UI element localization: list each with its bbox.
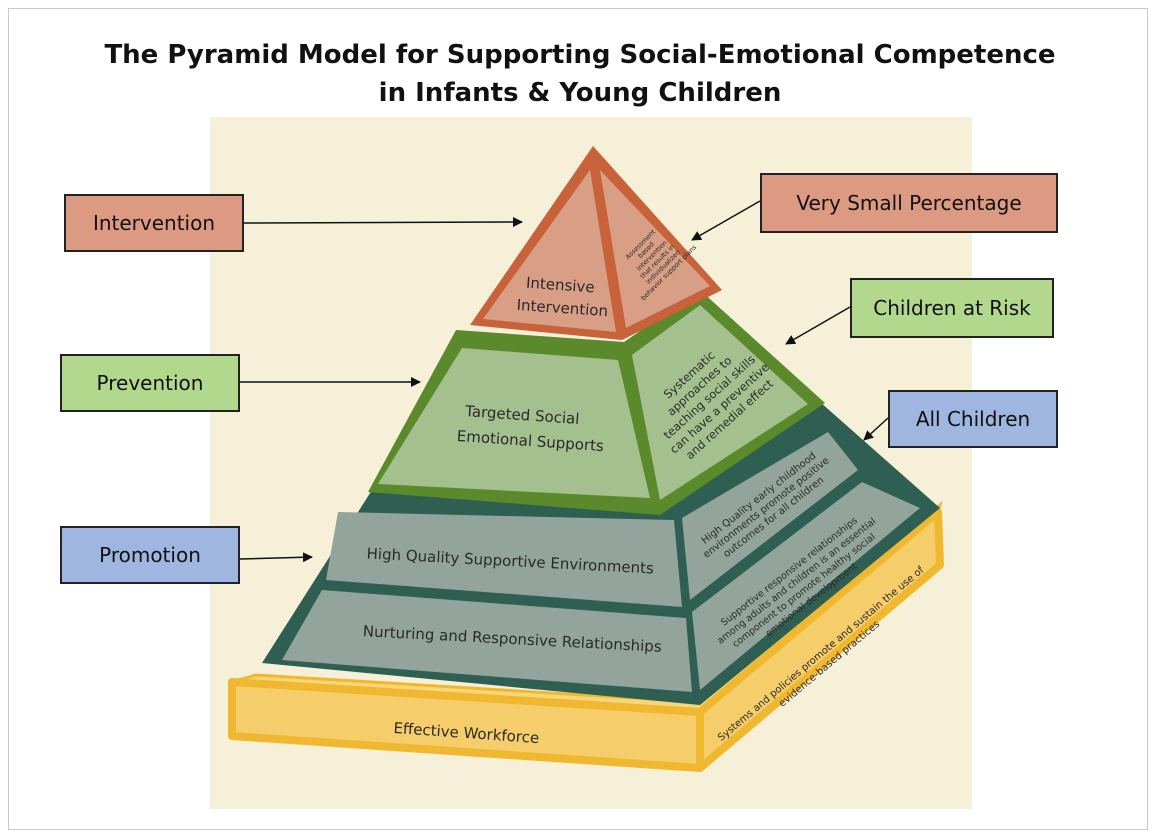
middle-tier-side [632, 305, 808, 500]
top-front-line1: Intensive [525, 274, 595, 297]
very-small-percentage-label: Very Small Percentage [760, 173, 1058, 233]
children-at-risk-arrow [785, 306, 851, 345]
middle-tier [368, 290, 825, 515]
prevention-label: Prevention [60, 354, 240, 412]
middle-tier-front [378, 348, 650, 498]
top-tier-side [600, 170, 710, 328]
image-frame [8, 8, 1148, 830]
bottom-tier [262, 402, 940, 705]
promotion-arrow [239, 552, 313, 563]
all-children-arrow [863, 417, 889, 441]
diagram-title-line1: The Pyramid Model for Supporting Social-… [104, 40, 1056, 70]
base-side-face [696, 508, 944, 772]
top-side-text: Assessment based intervention that resul… [624, 228, 699, 303]
base-platform [228, 500, 944, 772]
bottom-tier-side-lower [692, 482, 920, 690]
bottom-tier-front-lower [282, 590, 692, 692]
diagram-title-line2: in Infants & Young Children [378, 78, 782, 108]
intervention-label: Intervention [64, 194, 244, 252]
bottom-tier-front-upper [326, 512, 682, 607]
intervention-arrow [243, 217, 523, 228]
promotion-label: Promotion [60, 526, 240, 584]
very-small-percentage-arrow [691, 200, 761, 241]
children-at-risk-label: Children at Risk [850, 278, 1054, 338]
top-tier-front [483, 170, 616, 332]
top-tier [470, 146, 722, 340]
bottom-tier-side-upper [682, 432, 858, 600]
all-children-label: All Children [888, 390, 1058, 448]
